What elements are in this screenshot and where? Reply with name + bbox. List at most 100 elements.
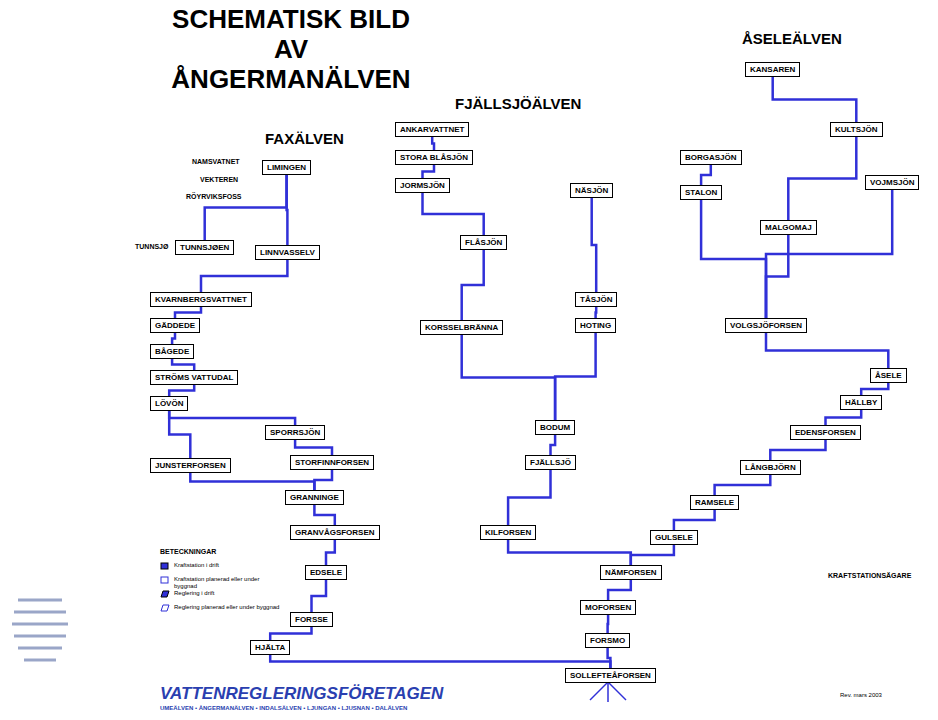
station-box: TUNNSJØEN: [175, 240, 234, 255]
river-connector: [201, 260, 287, 292]
station-name: FJÄLLSJÖ: [530, 458, 571, 467]
river-connector: [175, 307, 201, 318]
station-box: JORMSJÖN: [395, 178, 450, 193]
river-connector: [295, 440, 332, 455]
river-connector: [861, 383, 888, 395]
station-name: STORA BLÅSJÖN: [400, 153, 468, 162]
station-box: KULTSJÖN: [830, 122, 883, 137]
river-connector: [770, 440, 825, 460]
station-name: ÅSELE: [875, 371, 902, 380]
station-box: NÄMFORSEN: [600, 565, 662, 580]
river-connector: [462, 250, 484, 320]
river-connector: [172, 359, 194, 370]
station-box: LINNVASSELV: [255, 245, 320, 260]
legend-symbol: [160, 604, 170, 612]
legend-symbol: [160, 576, 170, 584]
station-name: GÄDDEDE: [155, 321, 195, 330]
station-box: LÅNGBJÖRN: [740, 460, 801, 475]
station-name: HOTING: [580, 321, 611, 330]
river-connector: [270, 655, 610, 668]
river-connector: [169, 411, 295, 425]
river-connector: [631, 545, 674, 565]
text-label: FAXÄLVEN: [265, 130, 344, 147]
text-label: TUNNSJØ: [135, 243, 168, 251]
station-box: FORSSE: [290, 612, 333, 627]
station-name: STORFINNFORSEN: [295, 458, 369, 467]
station-name: MALGOMAJ: [765, 223, 812, 232]
station-box: GÄDDEDE: [150, 318, 200, 333]
text-label: KRAFTSTATIONSÄGARE: [828, 572, 911, 580]
river-connector: [766, 333, 888, 368]
river-connector: [701, 200, 766, 318]
station-box: FLÅSJÖN: [460, 235, 507, 250]
station-box: BÅGEDE: [150, 344, 194, 359]
station-box: LÖVÖN: [150, 396, 188, 411]
station-box: FJÄLLSJÖ: [525, 455, 576, 470]
river-connector: [423, 165, 435, 178]
river-connector: [508, 540, 631, 565]
station-name: FLÅSJÖN: [465, 238, 502, 247]
station-box: ÅSELE: [870, 368, 907, 383]
station-box: KVARNBERGSVATTNET: [150, 292, 252, 307]
station-name: FORSMO: [590, 636, 625, 645]
station-box: SPORRSJÖN: [265, 425, 325, 440]
river-connector: [606, 615, 609, 633]
station-name: GRANVÅGSFORSEN: [295, 528, 375, 537]
station-box: FORSMO: [585, 633, 630, 648]
station-box: GRANVÅGSFORSEN: [290, 525, 380, 540]
station-name: TÅSJÖN: [580, 295, 612, 304]
station-name: LINNVASSELV: [260, 248, 315, 257]
station-name: STRÖMS VATTUDAL: [155, 373, 233, 382]
station-name: KANSAREN: [750, 65, 795, 74]
river-connector: [788, 137, 856, 220]
station-box: ANKARVATTNET: [395, 122, 469, 137]
legend-symbol: [160, 590, 170, 598]
station-name: VOJMSJÖN: [870, 178, 914, 187]
station-box: SOLLEFTEÅFORSEN: [565, 668, 656, 683]
station-name: BODUM: [540, 423, 570, 432]
station-box: JUNSTERFORSEN: [150, 458, 231, 473]
station-box: BODUM: [535, 420, 575, 435]
river-connector: [766, 235, 788, 318]
station-name: FORSSE: [295, 615, 328, 624]
station-name: HJÄLTA: [255, 643, 285, 652]
text-label: UMEÄLVEN • ÅNGERMANÄLVEN • INDALSÄLVEN •…: [160, 705, 407, 712]
text-label: NAMSVATNET: [192, 158, 240, 166]
river-connector: [715, 475, 771, 495]
station-box: KORSSELBRÄNNA: [420, 320, 503, 335]
river-connector: [432, 137, 434, 150]
station-name: ANKARVATTNET: [400, 125, 464, 134]
station-box: STALON: [680, 185, 722, 200]
river-connector: [314, 505, 334, 525]
text-label: BETECKNINGAR: [160, 548, 216, 556]
river-connector: [608, 580, 631, 600]
river-connector: [205, 175, 287, 240]
station-name: KILFORSEN: [485, 528, 531, 537]
river-connector: [190, 473, 314, 490]
river-connector: [285, 175, 288, 245]
text-label: Rev. mars 2003: [840, 692, 882, 699]
station-name: LÅNGBJÖRN: [745, 463, 796, 472]
river-connector: [270, 627, 311, 640]
river-connector: [462, 335, 555, 420]
station-box: HÄLLBY: [840, 395, 882, 410]
station-name: SOLLEFTEÅFORSEN: [570, 671, 651, 680]
station-box: NÄSJÖN: [570, 183, 613, 198]
station-name: KORSSELBRÄNNA: [425, 323, 498, 332]
river-connector: [314, 470, 332, 490]
station-name: LÖVÖN: [155, 399, 183, 408]
station-name: HÄLLBY: [845, 398, 877, 407]
station-name: TUNNSJØEN: [180, 243, 229, 252]
station-name: SPORRSJÖN: [270, 428, 320, 437]
river-connector: [674, 510, 715, 530]
station-box: STORFINNFORSEN: [290, 455, 374, 470]
station-box: STRÖMS VATTUDAL: [150, 370, 238, 385]
station-name: MOFORSEN: [585, 603, 631, 612]
station-box: VOLGSJÖFORSEN: [725, 318, 807, 333]
river-connector: [326, 540, 335, 565]
river-connector: [766, 190, 892, 318]
text-label: VATTENREGLERINGSFÖRETAGEN: [160, 684, 443, 704]
station-name: LIMINGEN: [267, 163, 306, 172]
river-connector: [826, 410, 862, 425]
